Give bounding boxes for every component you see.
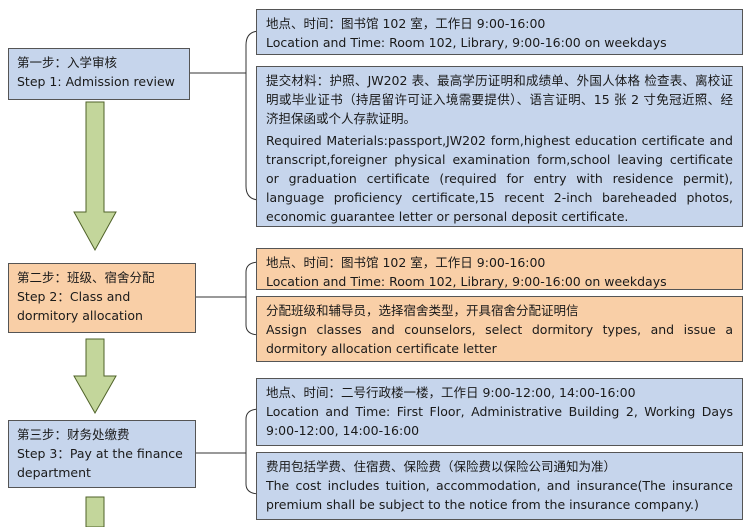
step2-location-zh: 地点、时间：图书馆 102 室，工作日 9:00-16:00 — [266, 255, 546, 270]
step3-location-en: Location and Time: First Floor, Administ… — [266, 404, 733, 438]
step2-allocation-box: 分配班级和辅导员，选择宿舍类型，开具宿舍分配证明信 Assign classes… — [256, 296, 743, 362]
step3-box: 第三步：财务处缴费 Step 3：Pay at the finance depa… — [8, 420, 196, 488]
step1-materials-en: Required Materials:passport,JW202 form,h… — [266, 133, 733, 224]
step1-location-en: Location and Time: Room 102, Library, 9:… — [266, 35, 667, 50]
down-arrow-1 — [73, 101, 117, 252]
brace-step2 — [245, 261, 261, 336]
step1-title-zh: 第一步：入学审核 — [17, 55, 118, 70]
step2-title-en: Step 2：Class and dormitory allocation — [17, 289, 143, 323]
step2-location-en: Location and Time: Room 102, Library, 9:… — [266, 274, 667, 289]
step2-title-zh: 第二步：班级、宿舍分配 — [17, 270, 155, 285]
bracket-step1 — [190, 30, 261, 201]
step3-title-en: Step 3：Pay at the finance department — [17, 446, 183, 480]
step2-location-box: 地点、时间：图书馆 102 室，工作日 9:00-16:00 Location … — [256, 248, 743, 290]
bracket-step2 — [196, 261, 261, 336]
step2-allocation-zh: 分配班级和辅导员，选择宿舍类型，开具宿舍分配证明信 — [266, 303, 579, 318]
step1-location-zh: 地点、时间：图书馆 102 室，工作日 9:00-16:00 — [266, 16, 546, 31]
step2-box: 第二步：班级、宿舍分配 Step 2：Class and dormitory a… — [8, 263, 196, 333]
step3-title-zh: 第三步：财务处缴费 — [17, 427, 130, 442]
step3-fees-en: The cost includes tuition, accommodation… — [266, 478, 733, 512]
step3-fees-zh: 费用包括学费、住宿费、保险费（保险费以保险公司通知为准） — [266, 459, 617, 474]
step3-fees-box: 费用包括学费、住宿费、保险费（保险费以保险公司通知为准） The cost in… — [256, 452, 743, 520]
step1-box: 第一步：入学审核 Step 1: Admission review — [8, 48, 190, 100]
down-arrow-2 — [73, 338, 117, 415]
down-arrow-3 — [85, 496, 105, 527]
brace-step3 — [245, 408, 261, 495]
bracket-step3 — [196, 408, 261, 495]
brace-step1 — [245, 30, 261, 201]
step1-title-en: Step 1: Admission review — [17, 74, 175, 89]
step3-location-zh: 地点、时间：二号行政楼一楼，工作日 9:00-12:00, 14:00-16:0… — [266, 385, 636, 400]
step2-allocation-en: Assign classes and counselors, select do… — [266, 322, 733, 356]
step3-location-box: 地点、时间：二号行政楼一楼，工作日 9:00-12:00, 14:00-16:0… — [256, 378, 743, 446]
step1-materials-box: 提交材料：护照、JW202 表、最高学历证明和成绩单、外国人体格 检查表、离校证… — [256, 66, 743, 227]
step1-location-box: 地点、时间：图书馆 102 室，工作日 9:00-16:00 Location … — [256, 9, 743, 55]
step1-materials-zh: 提交材料：护照、JW202 表、最高学历证明和成绩单、外国人体格 检查表、离校证… — [266, 73, 733, 126]
